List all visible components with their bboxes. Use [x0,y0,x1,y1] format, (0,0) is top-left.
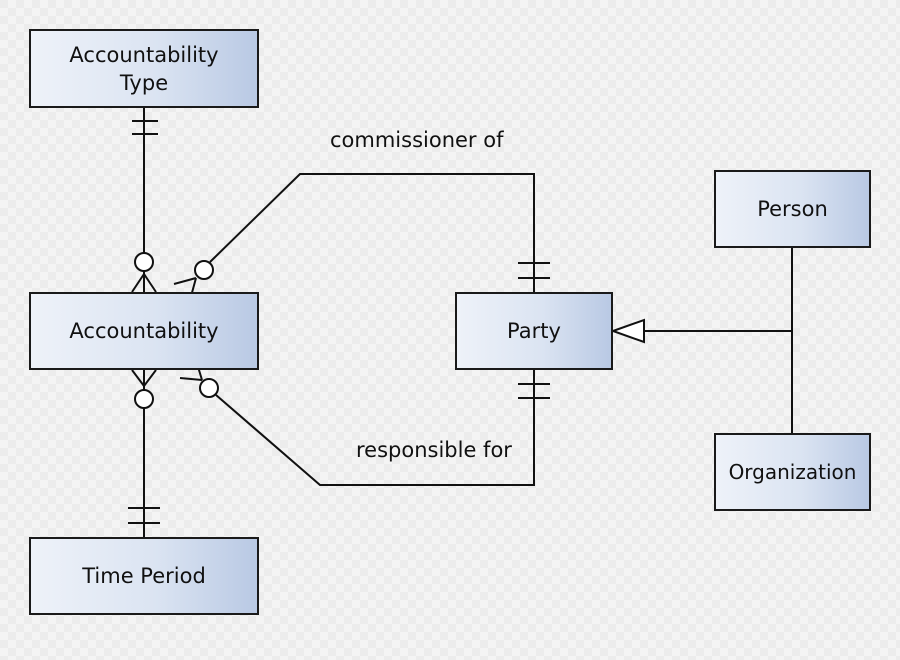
entity-label: Accountability [69,319,219,343]
connector-generalization [610,248,793,433]
inheritance-arrow-icon [610,318,645,344]
crowfoot-mark [131,369,145,387]
relationship-label-commissioner-of: commissioner of [330,128,504,152]
entity-label: Person [757,197,828,221]
connector-responsible-for [179,359,550,486]
crowfoot-mark [179,377,203,381]
optional-circle-mark [199,378,219,398]
entity-party[interactable]: Party [455,292,613,370]
optional-circle-mark [134,252,154,272]
entity-organization[interactable]: Organization [714,433,871,511]
entity-label: Time Period [82,564,206,588]
connector-time-period [128,369,160,537]
crowfoot-mark [143,369,157,387]
entity-accountability[interactable]: Accountability [29,292,259,370]
optional-circle-mark [134,389,154,409]
crowfoot-mark [173,277,197,285]
entity-label: Party [507,319,561,343]
connector-commissioner-of [173,173,550,301]
entity-label: Organization [728,460,857,484]
entity-accountability-type[interactable]: Accountability Type [29,29,259,108]
crowfoot-mark [131,273,145,293]
entity-label: Accountability Type [69,42,219,95]
connector-accountability-type [131,108,158,293]
entity-person[interactable]: Person [714,170,871,248]
relationship-label-responsible-for: responsible for [356,438,512,462]
entity-time-period[interactable]: Time Period [29,537,259,615]
optional-circle-mark [194,260,214,280]
crowfoot-mark [143,273,157,293]
